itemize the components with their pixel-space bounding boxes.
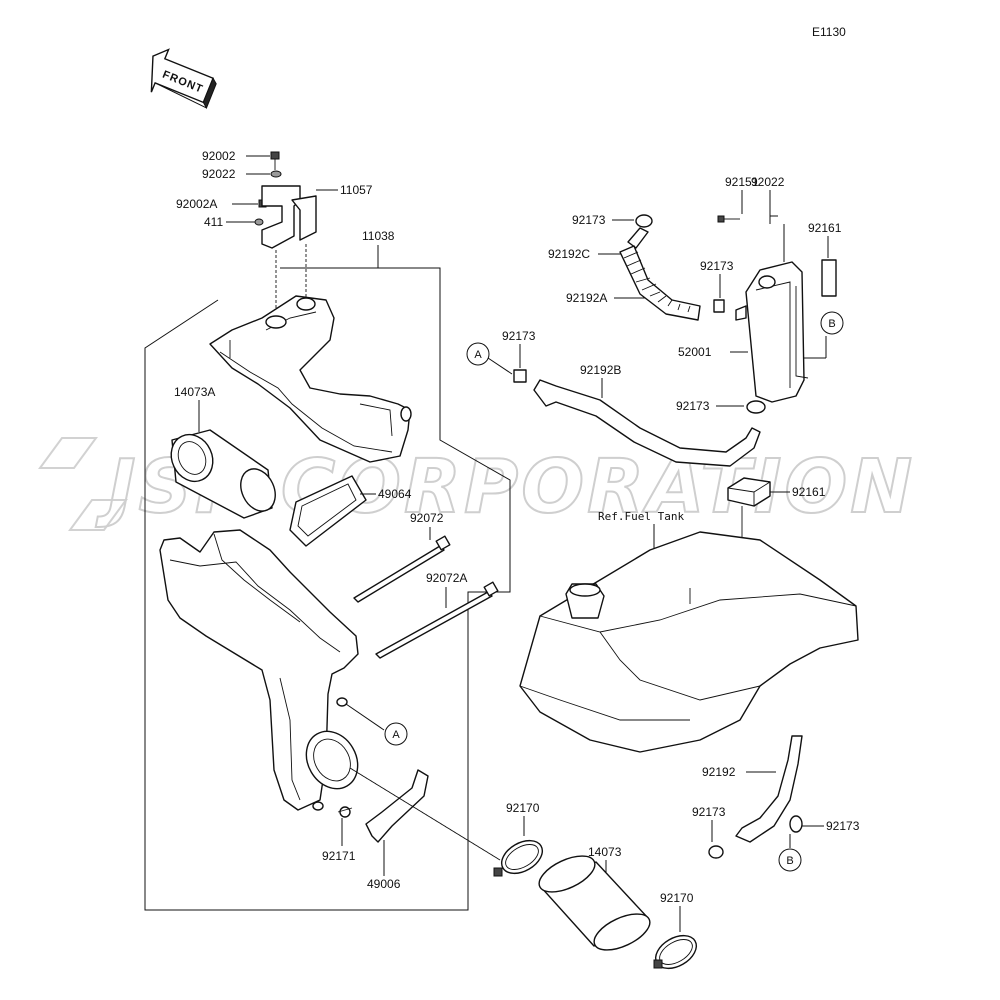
air-filter-14073A [170, 429, 276, 519]
label-92192C: 92192C [548, 247, 590, 261]
label-92173-c: 92173 [502, 329, 536, 343]
label-92170-b: 92170 [660, 891, 694, 905]
reservoir-tank-52001 [735, 261, 809, 403]
bracket-11057 [261, 185, 338, 249]
hose-clamp-92170-a [493, 839, 543, 877]
label-14073: 14073 [588, 845, 622, 859]
washer-411-icon [254, 218, 264, 226]
corrugated-hose-92192A [619, 245, 701, 321]
label-11038: 11038 [362, 229, 395, 243]
callout-B-lower: B [778, 848, 802, 872]
label-92161-b: 92161 [792, 485, 826, 499]
label-49006: 49006 [367, 877, 401, 891]
label-11057: 11057 [340, 183, 373, 197]
gasket-49064 [289, 475, 367, 547]
cushion-92161-a [821, 259, 837, 297]
washer-92022-icon [270, 170, 282, 178]
callout-B-upper-text: B [828, 318, 835, 330]
diagram-code: E1130 [812, 25, 846, 39]
clamp-92173-b-icon [713, 299, 725, 313]
cable-tie-92072A [375, 581, 499, 659]
label-92192A: 92192A [566, 291, 607, 305]
label-92173-f: 92173 [826, 819, 860, 833]
label-92171: 92171 [322, 849, 356, 863]
callout-A-upper-text: A [474, 349, 482, 361]
label-49064: 49064 [378, 487, 412, 501]
duct-sleeve-14073 [538, 855, 651, 951]
hose-92192 [735, 735, 803, 843]
front-arrow-icon: FRONT [150, 48, 217, 110]
callout-B-upper: B [820, 311, 844, 335]
label-92173-e: 92173 [692, 805, 726, 819]
label-411: 411 [204, 215, 223, 229]
label-92072: 92072 [410, 511, 444, 525]
label-92173-b: 92173 [700, 259, 734, 273]
callout-A-lower: A [384, 722, 408, 746]
label-92022-washer: 92022 [202, 167, 236, 181]
label-52001: 52001 [678, 345, 712, 359]
clamp-92173-c-icon [513, 369, 527, 383]
ref-fuel-tank-label: Ref.Fuel Tank [598, 510, 684, 523]
drain-hose-49006 [365, 769, 429, 843]
label-92002: 92002 [202, 149, 236, 163]
label-92173-d: 92173 [676, 399, 710, 413]
bolt-92002-icon [270, 151, 280, 170]
hose-92192C [627, 227, 649, 249]
air-cleaner-cover [209, 295, 412, 463]
callout-A-lower-text: A [392, 729, 400, 741]
hose-92192B [533, 379, 761, 467]
cable-tie-92072 [353, 535, 451, 603]
label-92192: 92192 [702, 765, 736, 779]
hose-clamp-92170-b [653, 934, 697, 970]
label-92161-a: 92161 [808, 221, 842, 235]
label-92170-a: 92170 [506, 801, 540, 815]
label-92173-a: 92173 [572, 213, 606, 227]
label-92072A: 92072A [426, 571, 467, 585]
callout-A-upper: A [466, 342, 490, 366]
label-14073A: 14073A [174, 385, 215, 399]
label-92151: 92151 [725, 175, 759, 189]
clamp-92173-d-icon [746, 400, 766, 414]
air-cleaner-case [159, 529, 359, 811]
cushion-92161-b [727, 477, 771, 507]
label-92192B: 92192B [580, 363, 621, 377]
fuel-tank-reference [519, 531, 859, 753]
callout-B-lower-text: B [786, 855, 793, 867]
label-92022-b: 92022 [751, 175, 785, 189]
label-92002A: 92002A [176, 197, 217, 211]
clamp-92173-e-icon [708, 845, 724, 859]
clamp-92171-icon [337, 806, 353, 818]
screw-92151-icon [717, 215, 740, 223]
clamp-92173-a-icon [635, 214, 653, 228]
